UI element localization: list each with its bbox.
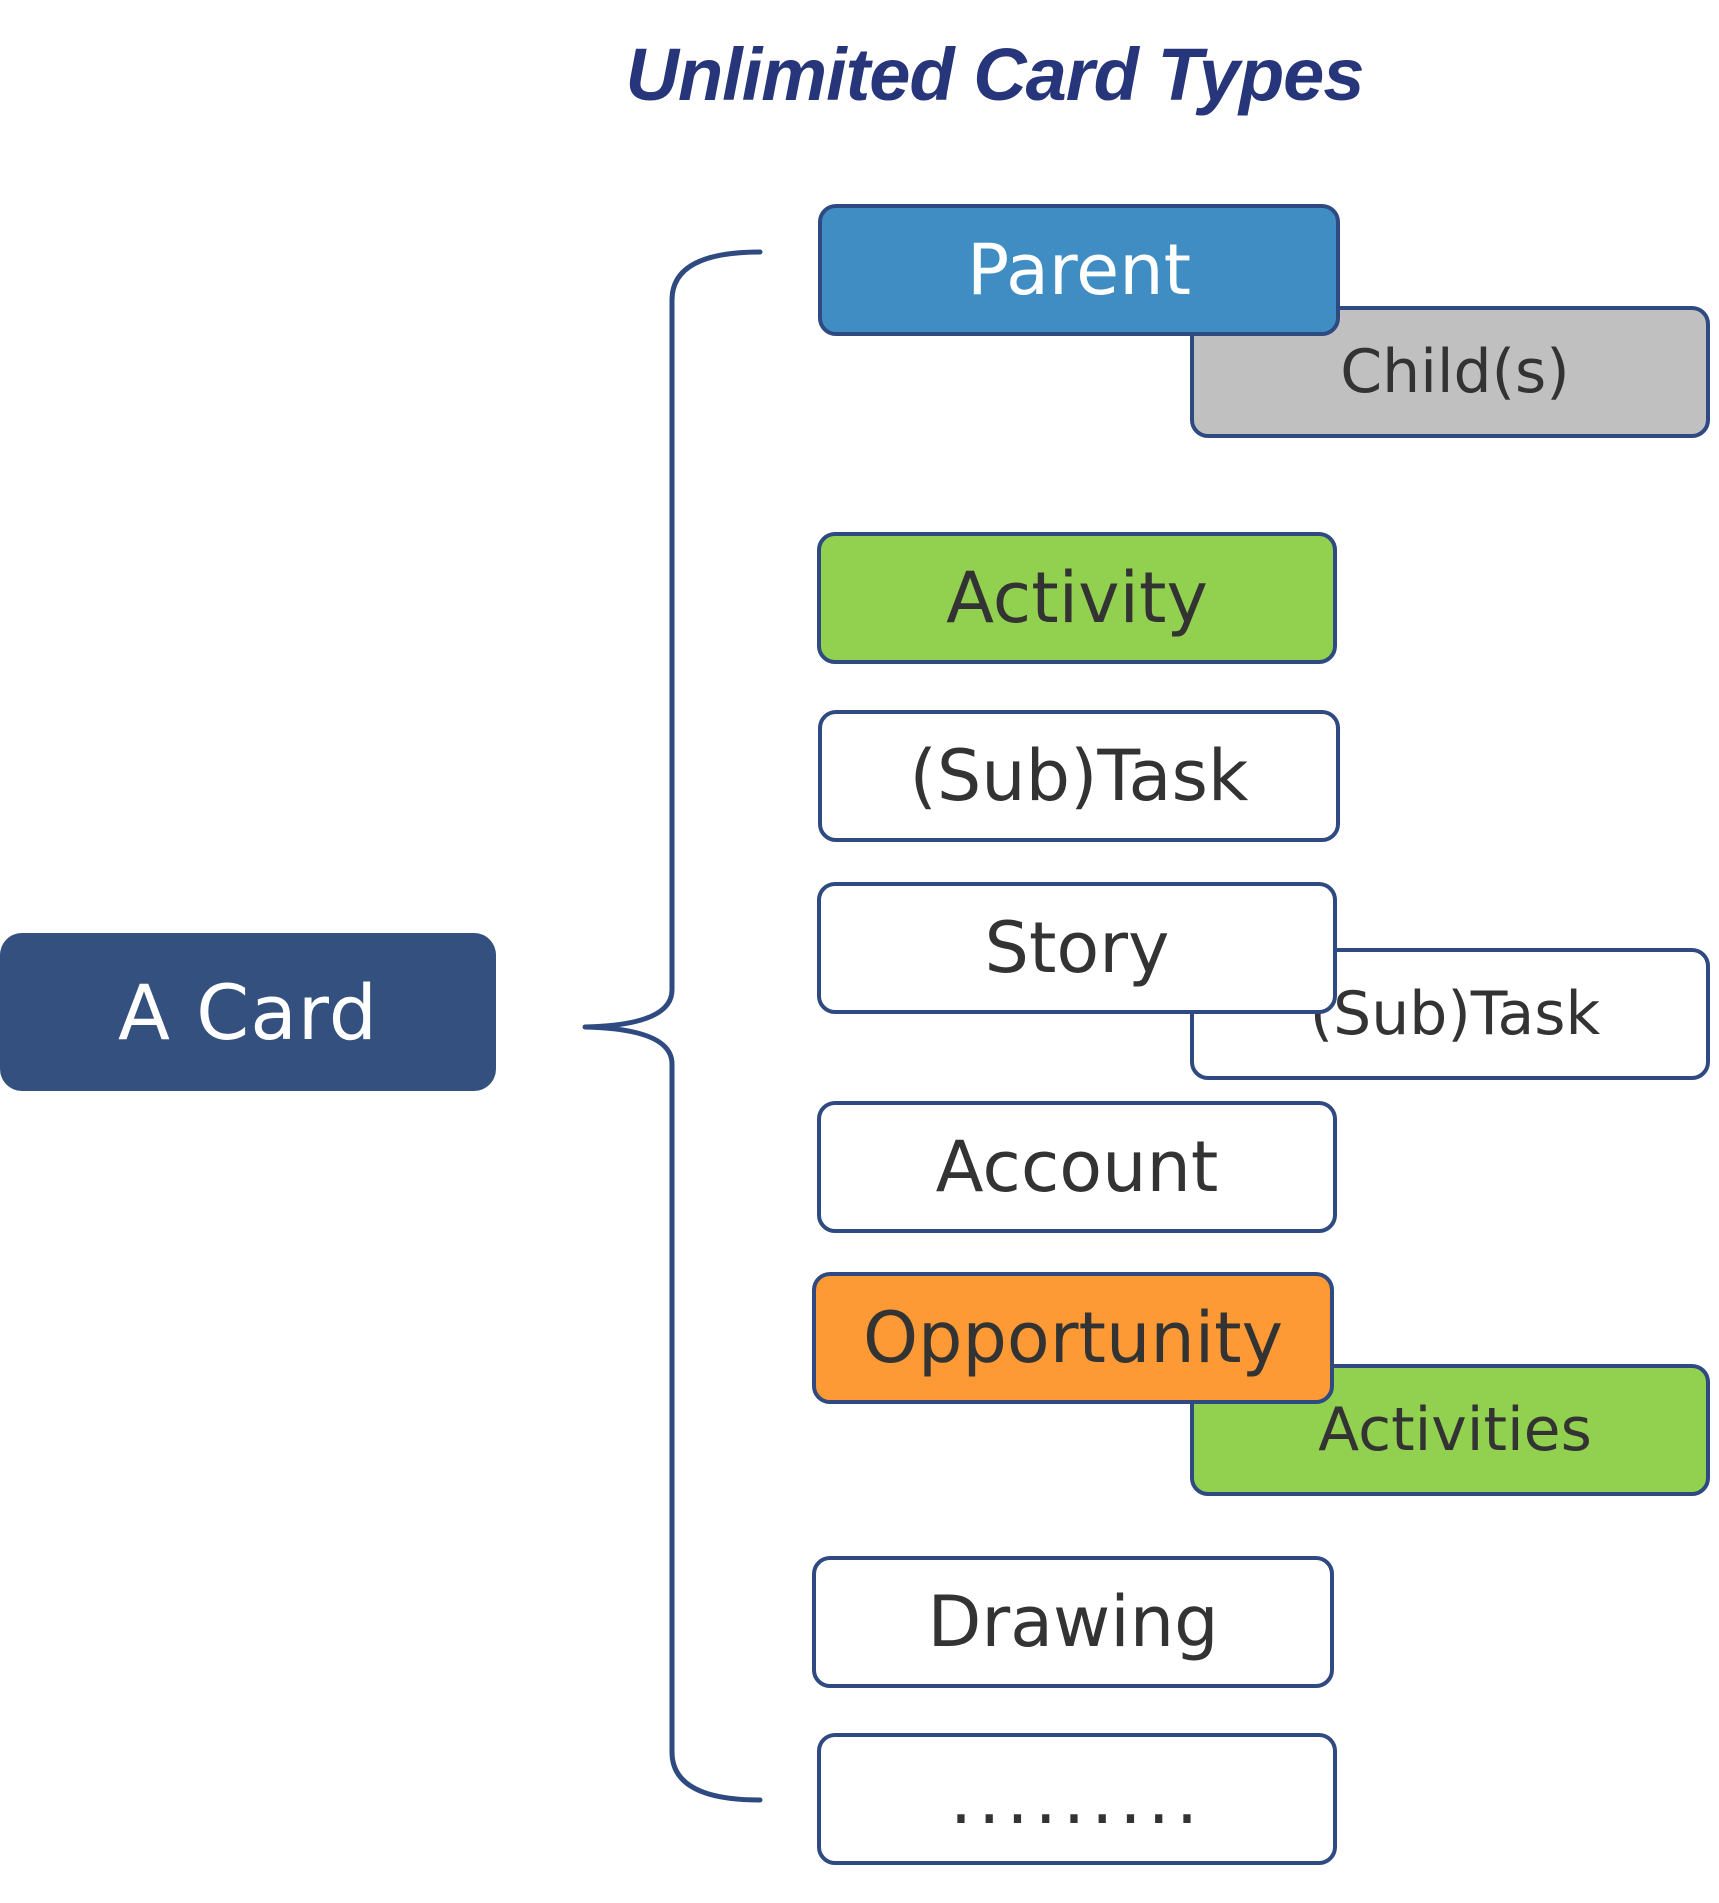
card-account-label: Account — [935, 1126, 1219, 1208]
card-subtask-label: (Sub)Task — [909, 735, 1249, 817]
card-story-label: Story — [984, 907, 1170, 989]
card-account: Account — [817, 1101, 1337, 1233]
card-activity-label: Activity — [946, 557, 1208, 639]
root-card-label: A Card — [118, 967, 378, 1057]
card-parent: Parent — [818, 204, 1340, 336]
card-more-label: ......... — [949, 1758, 1205, 1840]
card-drawing-label: Drawing — [927, 1581, 1219, 1663]
root-card: A Card — [0, 933, 496, 1091]
card-opportunity-label: Opportunity — [862, 1297, 1284, 1379]
card-subtask: (Sub)Task — [818, 710, 1340, 842]
card-parent-label: Parent — [966, 229, 1192, 311]
card-activity: Activity — [817, 532, 1337, 664]
card-child-label: Child(s) — [1340, 337, 1570, 407]
card-story: Story — [817, 882, 1337, 1014]
diagram-title: Unlimited Card Types — [625, 33, 1365, 116]
card-more: ......... — [817, 1733, 1337, 1865]
card-activities-label: Activities — [1318, 1395, 1592, 1465]
card-opportunity: Opportunity — [812, 1272, 1334, 1404]
card-story-subtask-label: (Sub)Task — [1309, 979, 1601, 1049]
card-drawing: Drawing — [812, 1556, 1334, 1688]
